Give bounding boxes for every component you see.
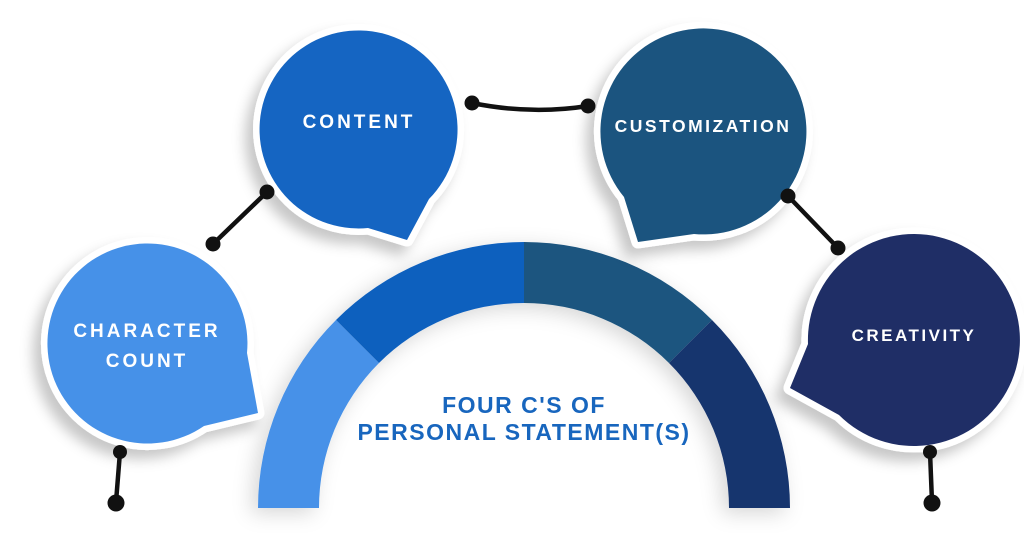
bubble-label-character-count: CHARACTER COUNT — [73, 321, 221, 372]
connector-stub-character-count — [107, 445, 127, 512]
connector-line — [113, 449, 123, 505]
connector-dot — [780, 188, 796, 204]
connector-dot — [923, 494, 941, 512]
gauge-segment-content — [336, 242, 524, 363]
connector-customization-creativity — [780, 188, 846, 256]
connector-stub-creativity — [923, 445, 941, 512]
connector-dot — [923, 445, 937, 459]
connector-dot — [113, 445, 127, 459]
gauge-segment-customization — [524, 242, 712, 363]
gauge-semicircle — [258, 242, 790, 508]
connector-lines — [107, 95, 941, 512]
bubble-body — [600, 28, 807, 243]
connector-dot — [205, 236, 221, 252]
bubble-label-creativity: CREATIVITY — [851, 326, 977, 345]
connector-dot — [107, 494, 125, 512]
connector-dot — [580, 98, 596, 114]
bubble-label-customization: CUSTOMIZATION — [614, 116, 792, 136]
gauge-title: FOUR C'S OF PERSONAL STATEMENT(S) — [344, 392, 704, 446]
speech-bubble-character-count — [40, 237, 265, 451]
gauge-title-line2: PERSONAL STATEMENT(S) — [357, 419, 691, 445]
connector-dot — [464, 95, 480, 111]
connector-dot — [830, 240, 846, 256]
connector-line — [785, 193, 841, 251]
bubble-body — [47, 243, 259, 444]
connector-line — [210, 189, 270, 247]
speech-bubble-customization — [593, 21, 813, 249]
connector-content-customization — [464, 95, 596, 114]
gauge-segment-character-count — [258, 320, 379, 508]
gauge-title-line1: FOUR C'S OF — [442, 392, 606, 418]
connector-line — [927, 449, 935, 505]
connector-line — [469, 100, 591, 113]
bubble-body — [259, 30, 458, 241]
speech-bubble-content — [253, 23, 465, 247]
bubble-label-content: CONTENT — [302, 112, 416, 133]
connector-dot — [259, 184, 275, 200]
gauge-segment-creativity — [669, 320, 790, 508]
bubble-body — [790, 234, 1020, 447]
connector-charactercount-content — [205, 184, 275, 252]
speech-bubble-creativity — [783, 227, 1024, 453]
